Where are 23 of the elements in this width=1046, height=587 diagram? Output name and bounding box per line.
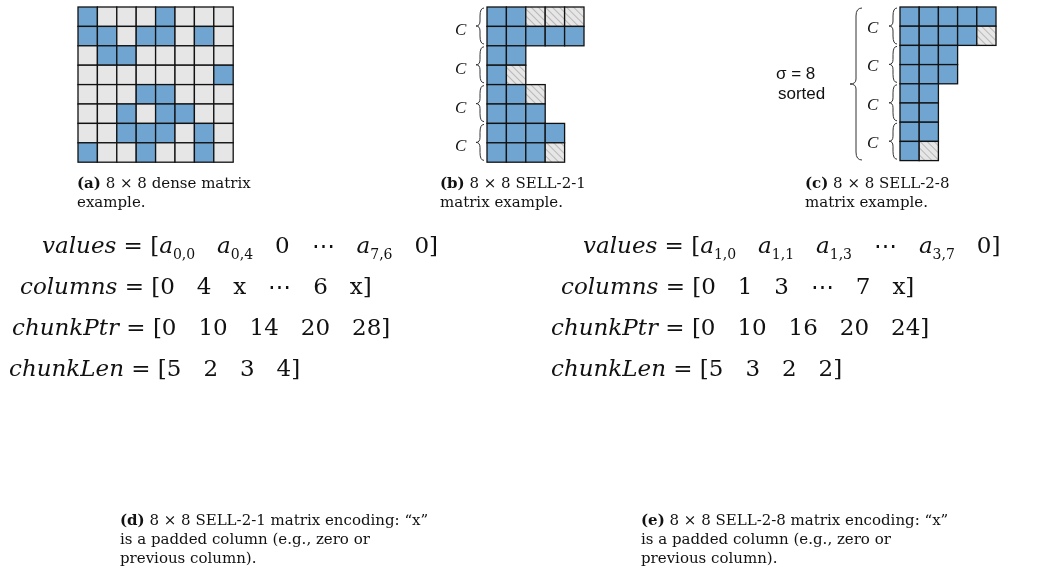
chunk-size-label: C: [867, 133, 879, 153]
subfigure-caption: (a) 8 × 8 dense matrix example.: [77, 174, 252, 212]
equation: chunkPtr = [0 10 16 20 24]: [551, 314, 930, 340]
chunk-size-label: C: [455, 136, 467, 156]
sigma-label: σ = 8: [776, 64, 816, 84]
equation: columns = [0 4 x ⋯ 6 x]: [20, 273, 372, 299]
equation: chunkLen = [5 2 3 4]: [9, 355, 301, 381]
subfigure-caption: (b) 8 × 8 SELL-2-1 matrix example.: [440, 174, 587, 212]
chunk-size-label: C: [867, 56, 879, 76]
sorted-label: sorted: [778, 84, 826, 104]
chunk-size-label: C: [455, 59, 467, 79]
subfigure-caption: (d) 8 × 8 SELL-2-1 matrix encoding: “x” is a padded column (e.g., zero or previous column).: [120, 511, 430, 568]
chunk-size-label: C: [867, 95, 879, 115]
subfigure-caption: (c) 8 × 8 SELL-2-8 matrix example.: [805, 174, 951, 212]
equation: values = [a$_{0,0}$ a$_{0,4}$ 0 ⋯ a$_{7,6}$ 0]: [42, 232, 439, 262]
equation: values = [a$_{1,0}$ a$_{1,1}$ a$_{1,3}$ ⋯ a$_{3,7}$ 0]: [583, 232, 1001, 262]
chunk-size-label: C: [455, 98, 467, 118]
equation: chunkPtr = [0 10 14 20 28]: [12, 314, 391, 340]
equation: chunkLen = [5 3 2 2]: [551, 355, 843, 381]
subfigure-caption: (e) 8 × 8 SELL-2-8 matrix encoding: “x” is a padded column (e.g., zero or previous column).: [641, 511, 950, 568]
chunk-size-label: C: [455, 20, 467, 40]
equation: columns = [0 1 3 ⋯ 7 x]: [561, 273, 915, 299]
chunk-size-label: C: [867, 18, 879, 38]
